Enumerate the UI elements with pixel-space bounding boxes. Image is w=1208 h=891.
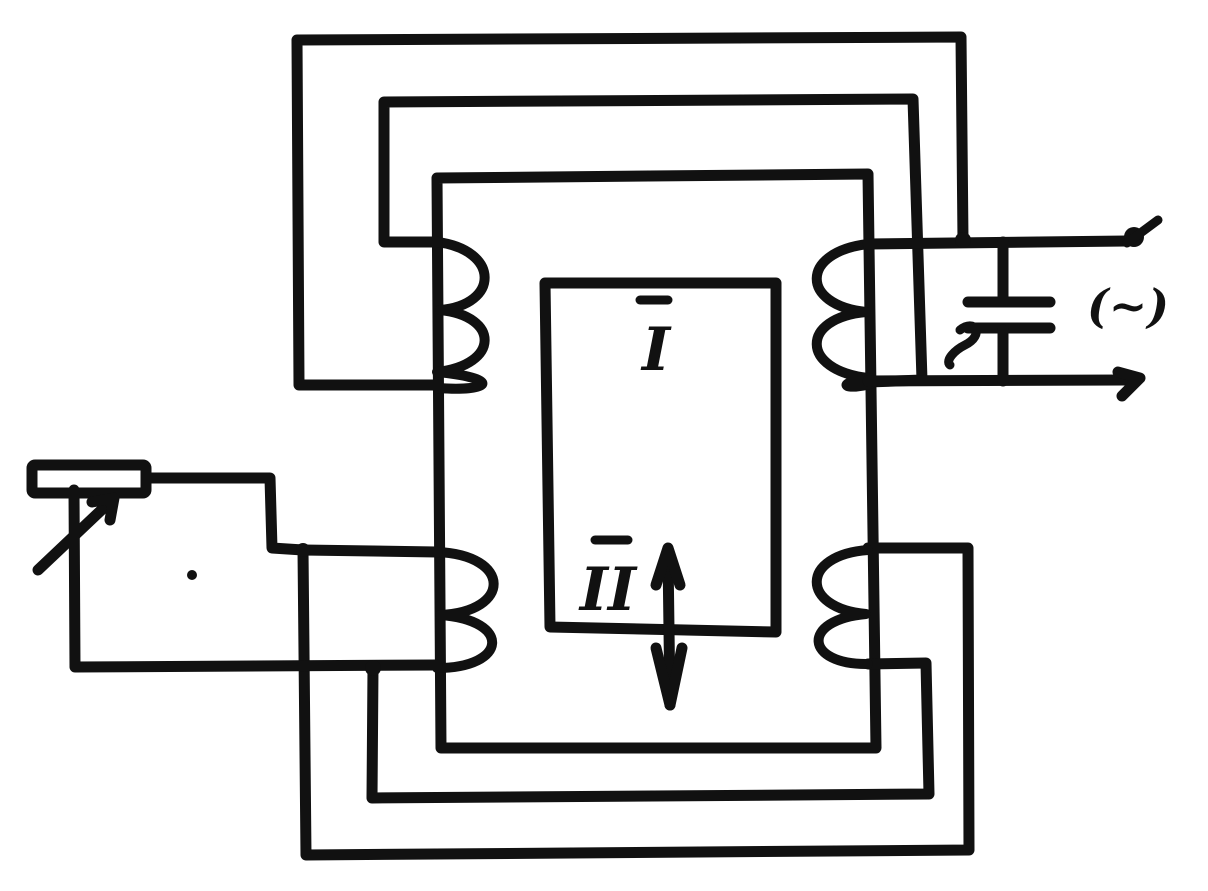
label-window-lower: II [578,555,638,625]
stray-dot [187,570,197,580]
loop-wire-lower-inner [68,484,443,673]
rheostat [26,459,197,580]
label-ac-source: (~) [1087,279,1169,333]
arrow-head-up [650,542,686,591]
junction-dot-lower [365,660,381,676]
loop-wire-lower-left [297,542,975,861]
winding-lower-left [68,472,975,861]
rheostat-body [26,459,152,499]
terminal-bottom-arrow [1112,366,1146,402]
junction-dot-right [955,232,971,248]
capacitor [944,236,1056,387]
core-outer-frame [431,168,882,754]
coil-lower-right [811,545,873,670]
label-window-upper: I [640,315,672,385]
armature-motion-arrow [650,542,688,711]
wire-upper-right-bottom [862,374,1131,387]
rheostat-slider-arrowhead [86,492,120,526]
rheostat-lead [142,472,309,556]
coil-upper-right [811,239,875,392]
loop-wire-outer-left [291,31,969,391]
arrow-head-down [650,642,688,711]
capacitor-variable-mark [944,321,981,370]
winding-lower-right [811,545,873,670]
loop-wire-lower-left-inner-frame [366,657,935,804]
core-window [539,277,782,638]
junction-dot-left [296,543,310,557]
core [431,168,882,754]
terminal-top-tick [1122,215,1163,248]
rheostat-slider-arrow [32,494,118,576]
coil-lower-left [432,547,499,673]
coil-upper-left [432,237,490,394]
